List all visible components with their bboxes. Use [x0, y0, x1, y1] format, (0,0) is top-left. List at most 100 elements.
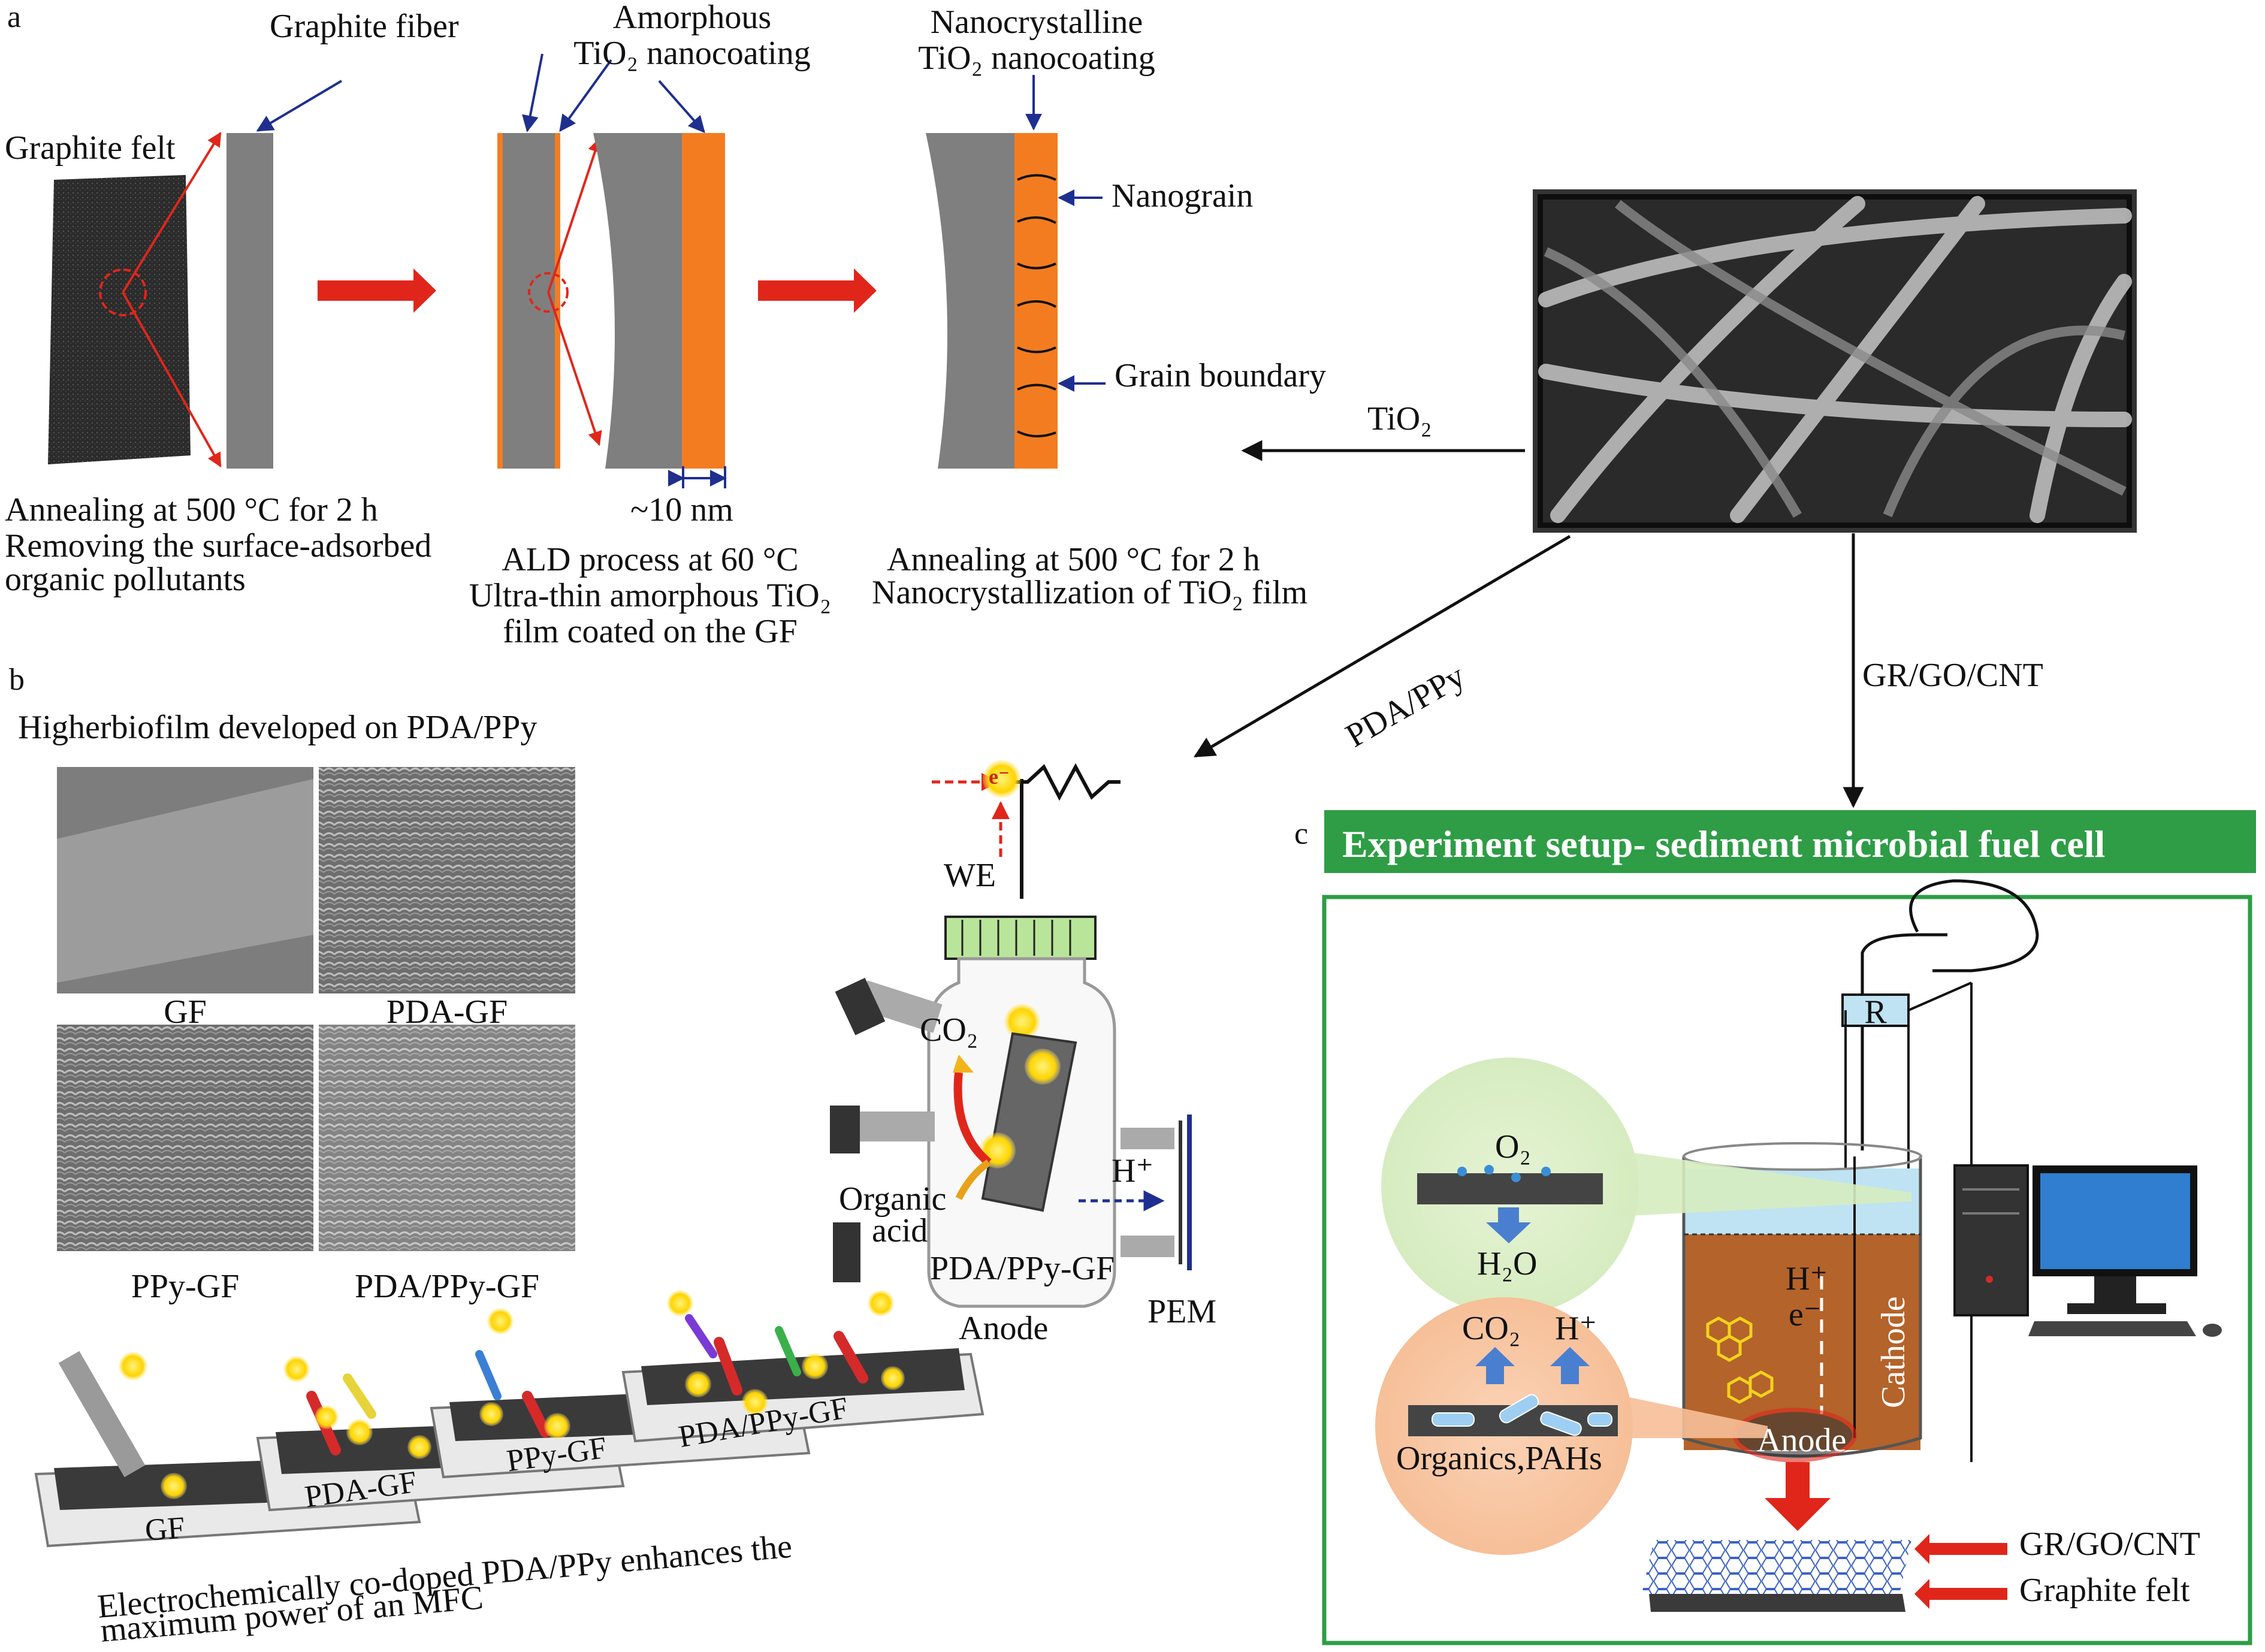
co2-label-b: CO₂ — [920, 1011, 979, 1049]
circuit-loop — [1909, 879, 2039, 973]
electrode-label-b: PDA/PPy-GF — [930, 1250, 1115, 1287]
panel-letter-a: a — [7, 0, 22, 34]
zoomed-fiber — [593, 133, 683, 469]
layer-top-label: GR/GO/CNT — [2019, 1526, 2200, 1563]
beaker-top — [1683, 1142, 1922, 1171]
sem-gf-fiber — [57, 779, 313, 983]
panel-b-title: Higherbiofilm developed on PDA/PPy — [18, 709, 537, 746]
step1-line1: Annealing at 500 °C for 2 h — [5, 491, 378, 528]
pah-hexagons — [1706, 1316, 1774, 1404]
hplus-up-arrow — [1550, 1347, 1590, 1384]
we-label: WE — [944, 857, 996, 894]
step2-line3: film coated on the GF — [503, 613, 798, 650]
zoom-line-2b — [547, 292, 602, 446]
co2-label-c: CO₂ — [1462, 1310, 1521, 1347]
coating-left — [497, 133, 503, 469]
grain-boundary-label: Grain boundary — [1115, 357, 1327, 394]
o2-to-h2o-arrow — [1486, 1207, 1531, 1243]
step2-line2: Ultra-thin amorphous TiO₂ — [469, 577, 832, 614]
process-arrow-1 — [318, 268, 436, 313]
setup-banner-text: Experiment setup- sediment microbial fue… — [1342, 823, 2106, 865]
graphite-fiber-label: Graphite fiber — [270, 8, 459, 45]
step3-line2: Nanocrystallization of TiO₂ film — [872, 574, 1308, 611]
bacteria — [306, 1314, 868, 1455]
hplus-label-c: H⁺ — [1555, 1310, 1597, 1347]
organics-label: Organics,PAHs — [1396, 1440, 1602, 1477]
tio2-label: TiO₂ — [1367, 400, 1432, 437]
pda-ppy-arrow — [1193, 534, 1571, 758]
cathode-beam — [1618, 1150, 1911, 1216]
anode-label-b: Anode — [959, 1310, 1049, 1347]
nanocrystal-fiber — [926, 133, 1016, 469]
panel-b — [34, 760, 1192, 1548]
organic-sticks — [1432, 1394, 1612, 1436]
panel-c — [1322, 879, 2252, 1645]
process-arrow-2 — [758, 268, 877, 313]
nanocoating-pointer — [658, 80, 705, 134]
circuit-wire — [1861, 933, 1947, 1150]
step2-line1: ALD process at 60 °C — [502, 541, 799, 578]
resistor-label: R — [1864, 993, 1887, 1031]
step1-line3: organic pollutants — [5, 561, 246, 598]
sem-pda-gf — [319, 767, 575, 993]
pem-label: PEM — [1147, 1293, 1217, 1330]
grain-boundaries — [1017, 174, 1056, 438]
sem-label-gf: GF — [164, 993, 207, 1031]
e-cell-label: e⁻ — [1789, 1296, 1822, 1333]
sem-fiber-image — [1533, 189, 2137, 533]
anode-chamber — [830, 760, 1192, 1308]
sem-label-pda-ppy-gf: PDA/PPy-GF — [354, 1268, 540, 1305]
gr-go-cnt-layer — [1642, 1540, 1911, 1594]
layer-arrow-top — [1914, 1534, 2007, 1564]
graphite-felt-layer — [1649, 1594, 1905, 1612]
electron-label-top: e⁻ — [989, 765, 1010, 789]
step3-line1: Annealing at 500 °C for 2 h — [887, 541, 1260, 578]
anode-beam — [1624, 1396, 1768, 1438]
amorphous-pointer — [559, 59, 612, 132]
zoomed-coating — [682, 133, 725, 469]
graphite-fiber-bar — [226, 133, 273, 469]
hplus-label-b: H⁺ — [1112, 1152, 1153, 1189]
o2-label: O₂ — [1495, 1128, 1531, 1165]
o2-bubbles — [1457, 1165, 1551, 1182]
coated-fiber-bar — [502, 133, 556, 469]
fiber-pointer — [256, 80, 343, 132]
sem-label-ppy-gf: PPy-GF — [131, 1268, 240, 1305]
nanocrystalline-label-2: TiO₂ nanocoating — [918, 40, 1155, 77]
electron-dots — [119, 1290, 905, 1499]
zoom-line-1b — [122, 292, 222, 468]
h2o-label: H₂O — [1477, 1245, 1538, 1282]
setup-banner: Experiment setup- sediment microbial fue… — [1324, 810, 2256, 873]
anode-down-arrow — [1765, 1462, 1831, 1531]
layer-bottom-label: Graphite felt — [2019, 1572, 2190, 1609]
organic-label-1: Organic — [839, 1180, 947, 1218]
organic-label-2: acid — [872, 1212, 928, 1249]
wire-top — [1908, 981, 1972, 1011]
sem-ppy-gf — [57, 1025, 313, 1251]
anode-label-c: Anode — [1757, 1422, 1847, 1459]
cathode-plate — [1417, 1173, 1603, 1204]
sem-pda-ppy-gf — [319, 1025, 575, 1251]
amorphous-label-1: Amorphous — [612, 0, 772, 36]
amorphous-label-2: TiO₂ nanocoating — [573, 35, 811, 72]
step1-line2: Removing the surface-adsorbed — [5, 527, 432, 564]
co2-up-arrow — [1475, 1347, 1515, 1384]
panel-letter-c: c — [1294, 817, 1309, 851]
panel-a — [48, 53, 1106, 488]
coating-right — [555, 133, 560, 469]
zoom-line-2a — [547, 137, 602, 293]
resistor-zigzag — [1004, 763, 1121, 801]
electrode-label-gf: GF — [144, 1511, 186, 1548]
nanocrystalline-label-1: Nanocrystalline — [930, 4, 1143, 41]
zoom-circle-2 — [528, 272, 569, 313]
computer — [1953, 1164, 2222, 1337]
layer-arrow-bottom — [1914, 1579, 2007, 1609]
hplus-cell-label: H⁺ — [1786, 1260, 1828, 1297]
graphite-felt-label: Graphite felt — [5, 129, 176, 167]
zoom-circle-1 — [99, 268, 147, 316]
sem-label-pda-gf: PDA-GF — [386, 993, 508, 1031]
gr-go-cnt-label: GR/GO/CNT — [1862, 657, 2043, 694]
cathode-label: Cathode — [1875, 1296, 1912, 1408]
zoom-line-1a — [122, 131, 222, 294]
